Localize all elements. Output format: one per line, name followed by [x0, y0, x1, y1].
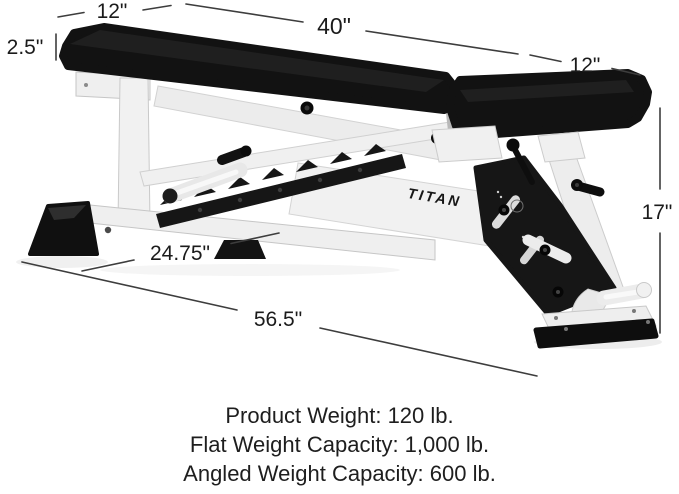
dim-line-overall-left	[21, 261, 238, 311]
plate-hole	[554, 316, 558, 320]
mid-foot	[214, 240, 266, 259]
bolt-highlight	[575, 183, 579, 187]
handle-end	[636, 282, 652, 298]
plate-mark	[496, 190, 500, 194]
pivot-pin	[510, 143, 535, 185]
adjustment-ladder	[156, 144, 406, 228]
dim-line-back-pad-left	[185, 3, 304, 23]
handle-highlight	[603, 289, 641, 300]
plate-hole	[632, 309, 636, 313]
wedge-foot	[28, 201, 99, 256]
ladder-tooth	[296, 160, 318, 172]
dimension-annotations: 12" 2.5" 40" 12" 17" 24.75" 56.5"	[7, 0, 673, 377]
rivet	[317, 177, 323, 183]
plate-mark	[499, 195, 503, 199]
dim-line-seat-pad-right	[611, 67, 641, 76]
dim-label-height: 17"	[642, 201, 673, 224]
spec-line-angled-capacity: Angled Weight Capacity: 600 lb.	[183, 461, 496, 486]
spec-line-product-weight: Product Weight: 120 lb.	[225, 403, 454, 428]
dim-label-seat-pad-length: 12"	[570, 54, 601, 77]
dim-line-back-pad-right	[365, 30, 519, 55]
plate-hole	[564, 327, 568, 331]
left-post	[117, 77, 151, 225]
front-tower	[431, 125, 659, 349]
seat-bracket-right	[537, 131, 586, 163]
dim-line-seat-pad-left	[529, 54, 562, 63]
bolt-highlight	[304, 105, 310, 111]
plate-hole	[646, 320, 650, 324]
seat-pad-top-facet	[460, 80, 634, 102]
rivet	[357, 167, 363, 173]
roller-end	[162, 188, 178, 204]
dim-line-pad-width-left	[57, 11, 85, 18]
rivet	[277, 187, 283, 193]
bolt-highlight	[502, 208, 506, 212]
adjustment-plate	[473, 155, 617, 317]
bolt-highlight	[556, 290, 560, 294]
seat-bracket-left	[431, 125, 503, 163]
seat-pad	[431, 69, 652, 144]
bolt-dot	[84, 83, 88, 87]
bolt-dot	[104, 226, 112, 234]
spec-line-flat-capacity: Flat Weight Capacity: 1,000 lb.	[189, 432, 490, 457]
dim-label-rear-base-length: 24.75"	[150, 242, 210, 265]
wedge-foot-top	[48, 205, 86, 220]
dim-label-back-pad-length: 40"	[317, 13, 351, 39]
ladder-knob	[217, 147, 249, 165]
spec-text-block: Product Weight: 120 lb. Flat Weight Capa…	[0, 401, 679, 488]
rivet	[197, 207, 203, 213]
ladder-tooth	[364, 144, 386, 156]
dim-label-overall-length: 56.5"	[254, 308, 302, 331]
roller-highlight	[171, 169, 239, 197]
rivet	[237, 197, 243, 203]
foot-rubber	[533, 318, 659, 349]
dim-line-pad-width-right	[142, 4, 172, 11]
plate-etch-circle	[510, 199, 524, 213]
dim-line-overall-right	[319, 327, 538, 377]
ladder-tooth	[330, 152, 352, 164]
ladder-tooth	[262, 168, 284, 180]
dim-line-rear-base-right	[230, 232, 280, 245]
ladder-tooth	[228, 177, 250, 189]
back-pad-top-facet	[70, 30, 444, 92]
bolt-highlight	[543, 248, 547, 252]
ladder-knob-head	[240, 145, 252, 157]
dim-label-pad-thickness: 2.5"	[7, 36, 44, 59]
dim-label-pad-width: 12"	[97, 0, 128, 23]
dim-line-rear-base-left	[81, 259, 135, 272]
pivot-pin-head	[506, 138, 520, 152]
